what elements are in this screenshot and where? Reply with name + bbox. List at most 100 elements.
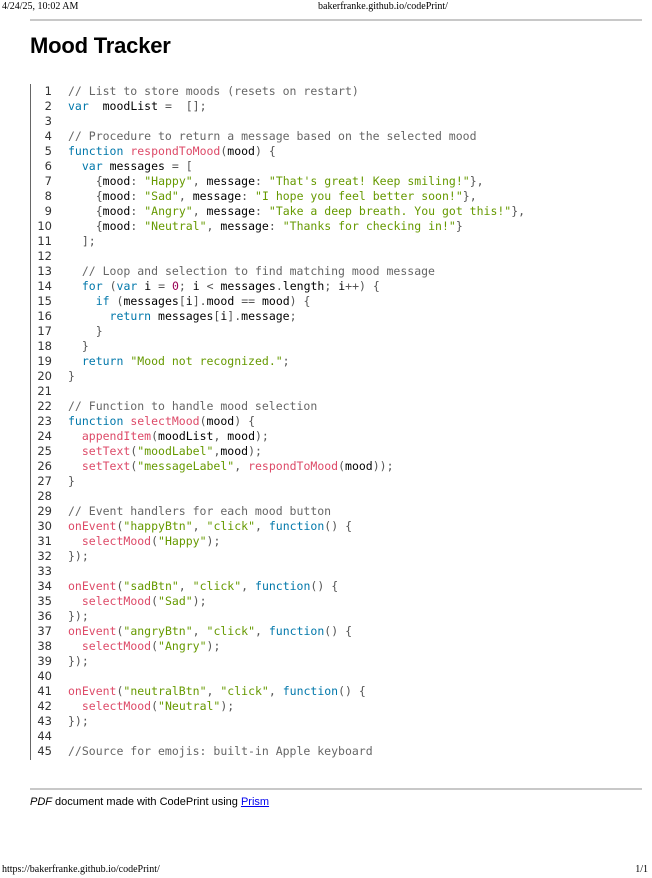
line-number: 17 [37, 324, 52, 338]
code-token [276, 219, 283, 233]
code-token: }, [469, 174, 484, 188]
code-text: // Procedure to return a message based o… [68, 129, 477, 143]
line-number: 9 [44, 204, 52, 218]
code-token [68, 459, 82, 473]
code-token [68, 594, 82, 608]
code-token: function [68, 144, 124, 158]
code-token: //Source for emojis: built-in Apple keyb… [68, 744, 373, 758]
code-text: } [68, 474, 75, 488]
code-token: , [234, 459, 242, 473]
line-number: 30 [37, 519, 52, 533]
code-token: if [95, 294, 110, 308]
code-token: messages [151, 309, 214, 323]
code-token: "Sad" [144, 189, 179, 203]
code-text: selectMood("Neutral"); [68, 699, 234, 713]
line-number: 23 [37, 414, 52, 428]
line-number: 33 [37, 564, 52, 578]
code-text: ]; [68, 234, 96, 248]
print-url: bakerfranke.github.io/codePrint/ [318, 1, 448, 12]
code-token: "Take a deep breath. You got this!" [268, 204, 512, 218]
code-token: "Angry" [144, 204, 193, 218]
code-token [366, 279, 373, 293]
code-token: , [213, 429, 221, 443]
code-token: var [68, 99, 89, 113]
code-text: //Source for emojis: built-in Apple keyb… [68, 744, 373, 758]
code-line: 6 var messages = [ [30, 159, 640, 174]
line-number: 34 [37, 579, 52, 593]
code-token: ( [116, 684, 124, 698]
code-token [68, 204, 96, 218]
code-token [68, 189, 96, 203]
line-number: 38 [37, 639, 52, 653]
code-token [68, 639, 82, 653]
code-token: }); [68, 654, 89, 668]
code-token [68, 309, 110, 323]
code-token [276, 684, 283, 698]
code-token: () [324, 519, 339, 533]
code-token: messages [102, 159, 172, 173]
print-datetime: 4/24/25, 10:02 AM [2, 1, 79, 12]
page-title: Mood Tracker [30, 33, 171, 58]
code-token: onEvent [68, 684, 117, 698]
line-number: 13 [37, 264, 52, 278]
line-number: 14 [37, 279, 52, 293]
code-token: , [192, 519, 200, 533]
line-number: 27 [37, 474, 52, 488]
code-token [68, 324, 96, 338]
code-line: 29// Event handlers for each mood button [30, 504, 640, 519]
code-token: ( [116, 579, 124, 593]
code-token: () [324, 624, 339, 638]
code-token [68, 354, 82, 368]
code-token: "Neutral" [158, 699, 221, 713]
code-token: "click" [206, 519, 255, 533]
code-token [248, 579, 255, 593]
code-token: "click" [220, 684, 269, 698]
line-number: 35 [37, 594, 52, 608]
code-token: "Happy" [144, 174, 193, 188]
footer-pdf: PDF [30, 796, 52, 808]
code-token: // Loop and selection to find matching m… [81, 264, 435, 278]
prism-link[interactable]: Prism [240, 796, 270, 808]
line-number: 20 [37, 369, 52, 383]
code-text: // List to store moods (resets on restar… [68, 84, 359, 98]
code-token: , [268, 684, 276, 698]
code-token: ); [255, 429, 269, 443]
code-token: )); [372, 459, 394, 473]
code-token: }); [68, 609, 89, 623]
code-text: onEvent("sadBtn", "click", function() { [68, 579, 338, 593]
line-number: 28 [37, 489, 52, 503]
code-token: onEvent [68, 579, 117, 593]
code-token: "Thanks for checking in!" [282, 219, 456, 233]
code-token: : [130, 174, 138, 188]
code-text: // Loop and selection to find matching m… [68, 264, 435, 278]
code-line: 14 for (var i = 0; i < messages.length; … [30, 279, 640, 294]
code-token [68, 534, 82, 548]
code-line: 33 [30, 564, 640, 579]
code-line: 17 } [30, 324, 640, 339]
code-token: { [95, 219, 103, 233]
code-line: 24 appendItem(moodList, mood); [30, 429, 640, 444]
code-token [68, 264, 82, 278]
code-token: ]; [81, 234, 96, 248]
code-token: [ [213, 309, 221, 323]
code-token: ) [289, 294, 297, 308]
line-number: 7 [44, 174, 52, 188]
code-token: "messageLabel" [137, 459, 235, 473]
line-number: 8 [44, 189, 52, 203]
code-token: appendItem [81, 429, 152, 443]
code-token: ; [282, 354, 290, 368]
code-token: ( [151, 534, 159, 548]
code-token [165, 279, 172, 293]
line-number: 5 [44, 144, 52, 158]
code-line: 42 selectMood("Neutral"); [30, 699, 640, 714]
code-token [200, 519, 207, 533]
code-token: respondToMood [130, 144, 221, 158]
code-text: }); [68, 714, 89, 728]
code-token: message [213, 219, 269, 233]
code-text: selectMood("Sad"); [68, 594, 207, 608]
code-line: 40 [30, 669, 640, 684]
code-line: 8 {mood: "Sad", message: "I hope you fee… [30, 189, 640, 204]
